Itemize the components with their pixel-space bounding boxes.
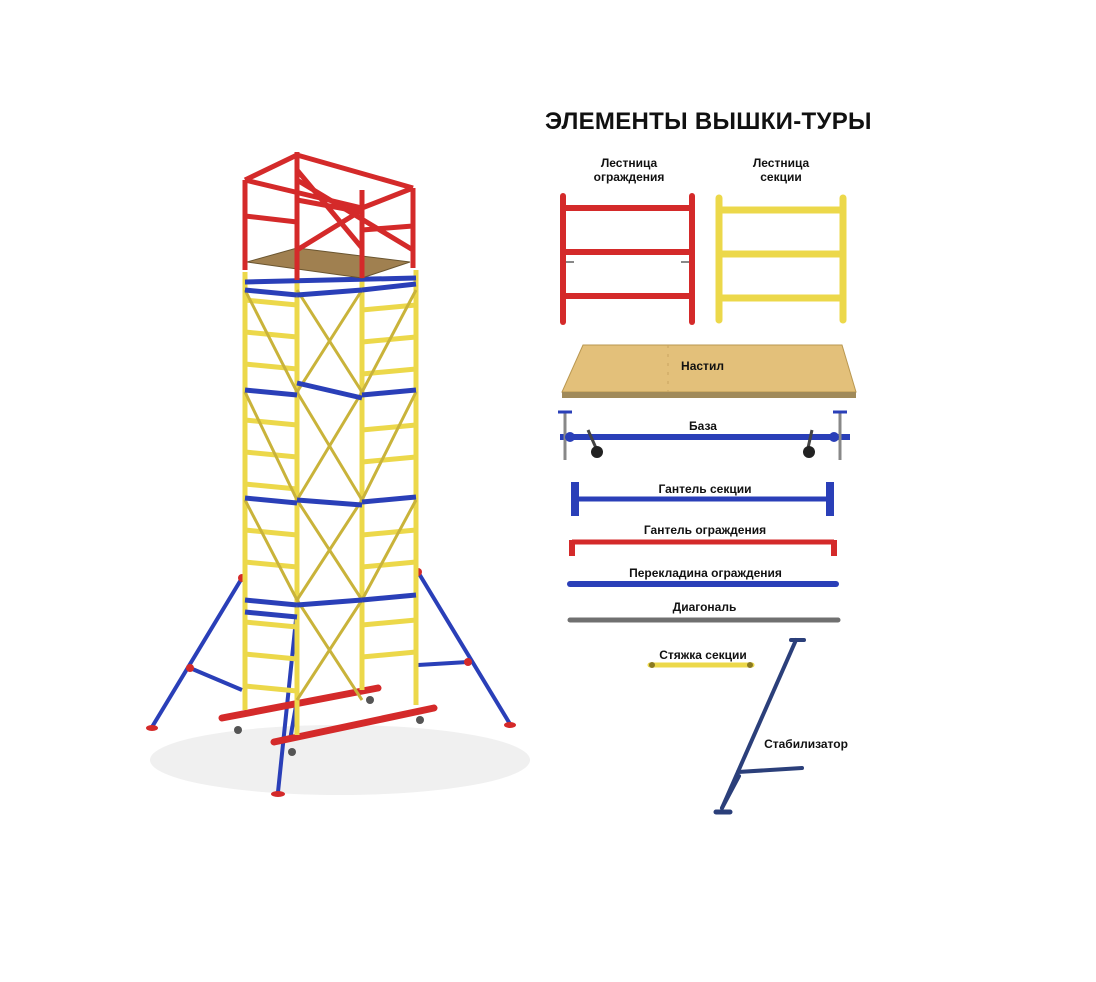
outrigger-stabilizers <box>150 570 512 793</box>
tower-base-wheels <box>234 696 424 756</box>
guard-dumbbell-image <box>569 539 837 556</box>
section-ladder-label-line2: секции <box>760 170 802 184</box>
stabilizer-image <box>713 638 806 815</box>
deck-image <box>561 344 857 398</box>
tower-platform-deck <box>246 247 411 279</box>
stabilizer-label: Стабилизатор <box>764 737 848 751</box>
section-dumbbell-label: Гантель секции <box>658 482 752 496</box>
guard-ladder-label: Лестница ограждения <box>574 156 684 184</box>
guard-crossbar-label: Перекладина ограждения <box>629 566 782 580</box>
base-label: База <box>689 419 717 433</box>
guard-ladder-label-line2: ограждения <box>593 170 665 184</box>
tower-section-frames <box>242 270 419 735</box>
tower-section-dumbbells <box>244 275 417 620</box>
section-ladder-label-line1: Лестница <box>752 156 810 170</box>
section-tie-label: Стяжка секции <box>659 648 747 662</box>
section-dumbbell-image <box>571 482 834 516</box>
tower-diagonals <box>243 289 418 701</box>
ground-shadow <box>150 725 530 795</box>
tower-guard-section <box>242 152 416 280</box>
section-tie-image <box>647 662 755 668</box>
deck-label: Настил <box>681 359 724 373</box>
page-title: ЭЛЕМЕНТЫ ВЫШКИ-ТУРЫ <box>545 108 872 135</box>
tower-base-beams <box>218 684 438 746</box>
section-ladder-label: Лестница секции <box>726 156 836 184</box>
section-ladder-image <box>715 194 847 324</box>
diagonal-label: Диагональ <box>672 600 737 614</box>
guard-ladder-label-line1: Лестница <box>600 156 658 170</box>
base-image <box>558 410 850 460</box>
guard-dumbbell-label: Гантель ограждения <box>643 523 767 537</box>
guard-ladder-image <box>560 193 695 325</box>
